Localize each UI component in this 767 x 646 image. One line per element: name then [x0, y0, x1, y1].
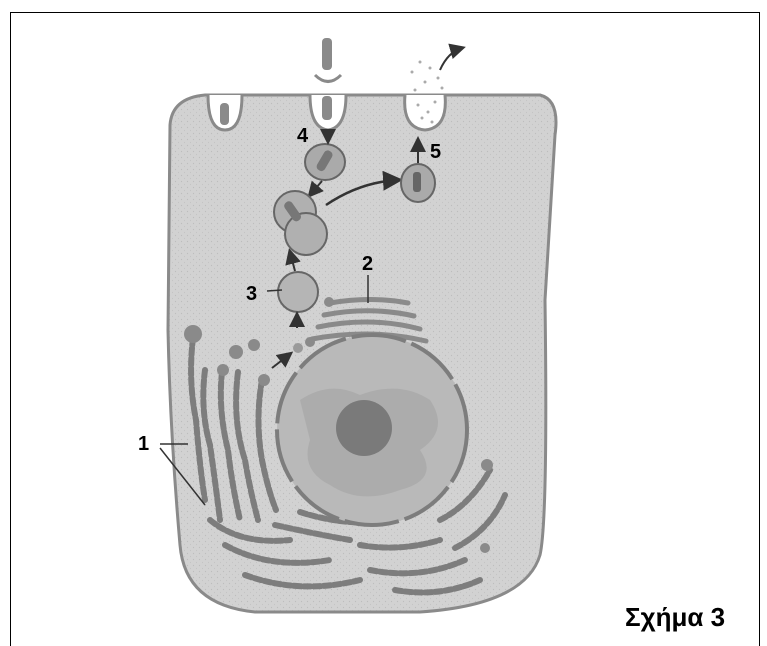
label-1-er: 1: [138, 433, 149, 455]
figure-caption: Σχήμα 3: [625, 602, 725, 633]
endocytosis-pocket: [310, 38, 346, 130]
vesicle-3: [278, 272, 318, 312]
membrane-invagination: [208, 95, 242, 130]
label-2-golgi: 2: [362, 253, 373, 275]
label-4-endosome: 4: [297, 125, 309, 147]
label-3-vesicle: 3: [246, 283, 257, 305]
endosome-4: [305, 144, 345, 180]
incoming-particle: [322, 38, 332, 70]
nucleus: [277, 335, 467, 525]
nucleolus: [336, 400, 392, 456]
lysosome-5: [401, 164, 435, 202]
label-5-exocytosis: 5: [430, 141, 441, 163]
